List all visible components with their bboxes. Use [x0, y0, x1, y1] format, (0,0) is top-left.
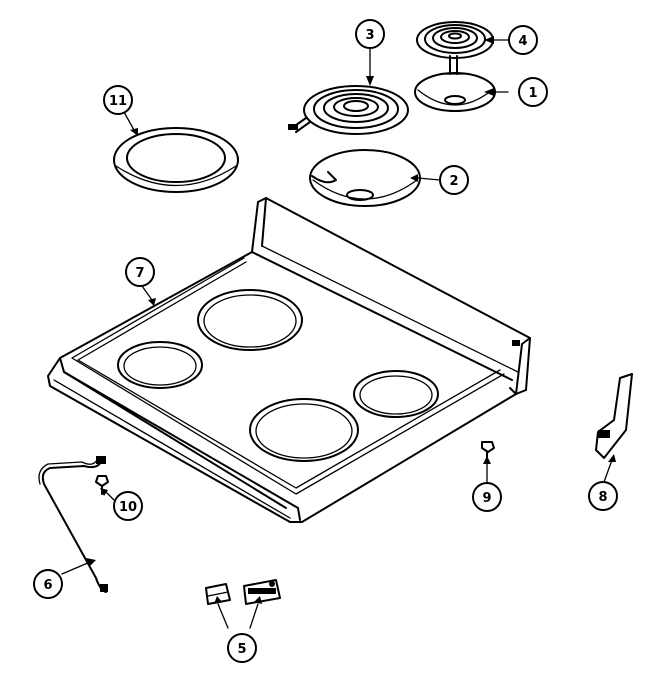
svg-text:5: 5	[237, 642, 246, 657]
svg-text:3: 3	[365, 28, 374, 43]
terminal-blocks-part	[205, 579, 281, 605]
large-coil-element-part	[288, 85, 409, 135]
small-drip-bowl-part	[414, 72, 496, 112]
callout-10: 10	[113, 491, 143, 521]
callout-3: 3	[355, 19, 385, 49]
callout-4: 4	[508, 25, 538, 55]
side-bracket-part	[595, 373, 633, 459]
callout-6: 6	[33, 569, 63, 599]
svg-text:9: 9	[482, 491, 491, 506]
svg-text:8: 8	[598, 490, 607, 505]
svg-text:1: 1	[528, 86, 537, 101]
callout-9: 9	[472, 482, 502, 512]
svg-text:6: 6	[43, 578, 52, 593]
svg-text:2: 2	[449, 174, 458, 189]
cooktop-part	[47, 197, 531, 523]
svg-text:11: 11	[109, 94, 127, 109]
svg-text:7: 7	[135, 266, 144, 281]
trim-ring-part	[113, 127, 239, 193]
callout-1: 1	[518, 77, 548, 107]
small-coil-element-part	[416, 21, 494, 75]
leader-lines	[61, 36, 616, 629]
callout-5: 5	[227, 633, 257, 663]
wire-rod-part	[38, 456, 108, 593]
svg-text:10: 10	[119, 500, 137, 515]
large-drip-bowl-part	[309, 149, 421, 207]
callout-8: 8	[588, 481, 618, 511]
svg-text:4: 4	[518, 34, 527, 49]
callout-2: 2	[439, 165, 469, 195]
callout-7: 7	[125, 257, 155, 287]
callout-11: 11	[103, 85, 133, 115]
